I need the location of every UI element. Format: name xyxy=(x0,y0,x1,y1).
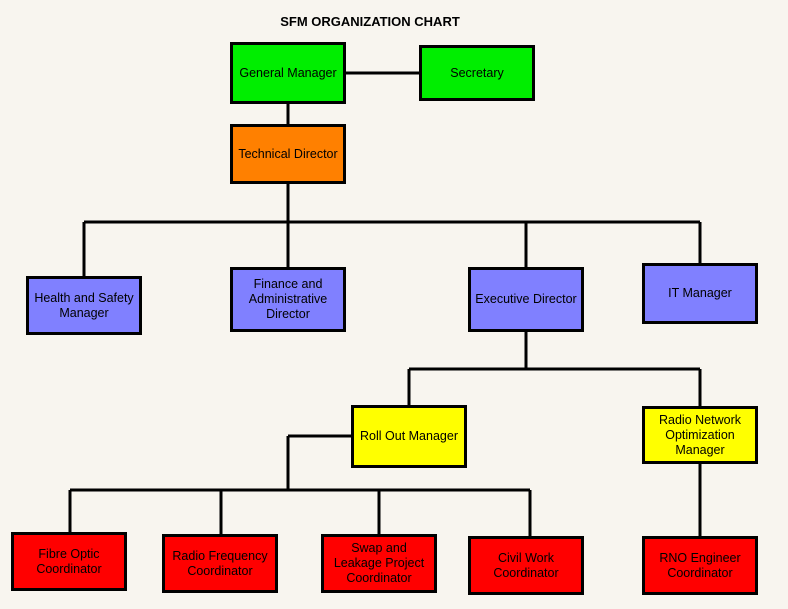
node-label: Civil Work Coordinator xyxy=(493,550,559,580)
node-label: Secretary xyxy=(450,65,504,80)
node-technical-director: Technical Director xyxy=(230,124,346,184)
node-roll-out-manager: Roll Out Manager xyxy=(351,405,467,468)
node-swap-leakage-coordinator: Swap and Leakage Project Coordinator xyxy=(321,534,437,593)
node-radio-frequency-coordinator: Radio Frequency Coordinator xyxy=(162,534,278,593)
node-fibre-optic-coordinator: Fibre Optic Coordinator xyxy=(11,532,127,591)
node-civil-work-coordinator: Civil Work Coordinator xyxy=(468,536,584,595)
node-secretary: Secretary xyxy=(419,45,535,101)
node-label: Swap and Leakage Project Coordinator xyxy=(333,541,425,585)
node-executive-director: Executive Director xyxy=(468,267,584,332)
node-label: Executive Director xyxy=(475,292,577,306)
node-general-manager: General Manager xyxy=(230,42,346,104)
node-label: Technical Director xyxy=(238,146,338,161)
node-finance-admin-director: Finance and Administrative Director xyxy=(230,267,346,332)
node-label: Radio Network Optimization Manager xyxy=(659,412,741,457)
node-label: Health and Safety Manager xyxy=(34,290,134,320)
node-label: Roll Out Manager xyxy=(360,429,458,443)
chart-title: SFM ORGANIZATION CHART xyxy=(280,14,460,29)
node-label: Fibre Optic Coordinator xyxy=(36,546,102,576)
node-label: General Manager xyxy=(239,65,337,80)
node-rno-engineer-coordinator: RNO Engineer Coordinator xyxy=(642,536,758,595)
node-it-manager: IT Manager xyxy=(642,263,758,324)
node-label: RNO Engineer Coordinator xyxy=(659,550,741,580)
node-label: Finance and Administrative Director xyxy=(248,277,328,321)
node-health-safety-manager: Health and Safety Manager xyxy=(26,276,142,335)
node-rno-manager: Radio Network Optimization Manager xyxy=(642,406,758,464)
node-label: IT Manager xyxy=(668,286,732,300)
node-label: Radio Frequency Coordinator xyxy=(172,548,268,578)
